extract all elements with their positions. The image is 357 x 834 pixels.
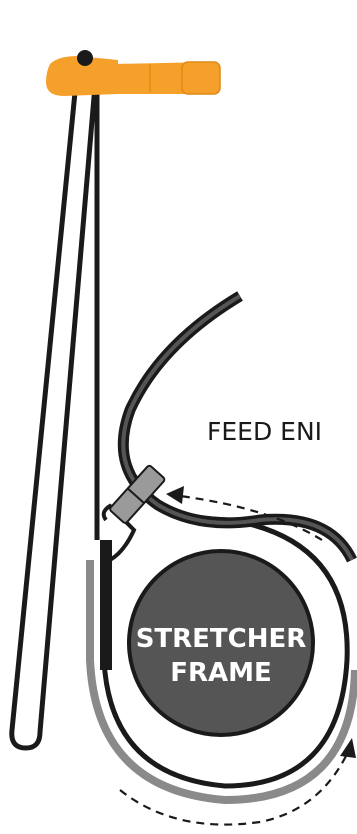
orange-clamp xyxy=(46,50,221,96)
wrap-direction-arrow xyxy=(119,751,349,826)
stretcher-frame-label-line2: FRAME xyxy=(170,658,272,688)
clamp-body xyxy=(46,56,118,96)
wrap-direction-arrowhead xyxy=(340,738,356,758)
buckle xyxy=(109,464,166,524)
buckle-bar xyxy=(127,487,145,504)
feed-end-label: FEED ENI xyxy=(207,417,322,446)
gray-strap-wrap xyxy=(86,560,357,805)
stretcher-frame-circle xyxy=(127,549,315,737)
buckle-body xyxy=(109,464,166,524)
tie-down-strap-loop xyxy=(9,61,100,751)
feed-direction-arrow xyxy=(179,494,323,541)
clamp-grip xyxy=(181,61,221,95)
feed-end-strap-inner xyxy=(121,294,354,561)
clamp-pivot xyxy=(77,50,93,66)
stretcher-frame-label-line1: STRETCHER xyxy=(136,624,307,654)
feed-direction-arrowhead xyxy=(166,486,184,504)
buckle-strap-segment xyxy=(100,540,112,670)
